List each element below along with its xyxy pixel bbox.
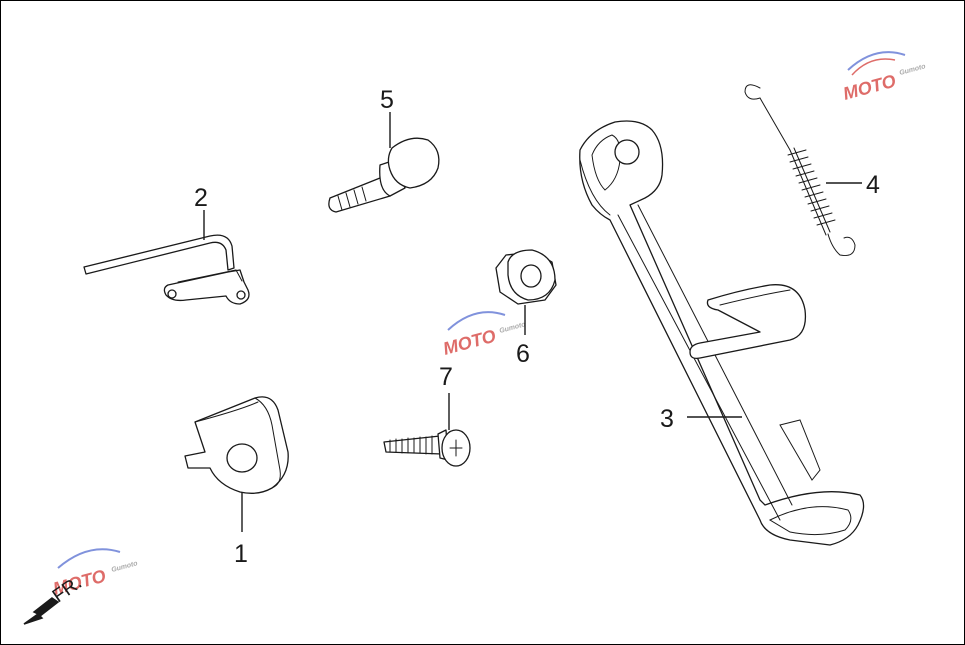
label-7: 7 <box>439 363 453 391</box>
part-1-bracket <box>184 396 289 494</box>
part-6-nut <box>495 249 557 305</box>
label-5: 5 <box>380 86 394 114</box>
label-2: 2 <box>194 184 208 212</box>
spring-coils <box>787 149 836 226</box>
label-4: 4 <box>866 171 880 199</box>
label-1: 1 <box>234 540 248 568</box>
part-3-side-stand <box>579 120 865 546</box>
part-5-pin <box>328 137 440 213</box>
label-6: 6 <box>516 340 530 368</box>
arrow-icon <box>23 597 60 625</box>
part-4-spring <box>744 84 856 256</box>
label-3: 3 <box>660 405 674 433</box>
part-2-rod <box>83 234 250 305</box>
part-7-screw <box>383 429 471 467</box>
